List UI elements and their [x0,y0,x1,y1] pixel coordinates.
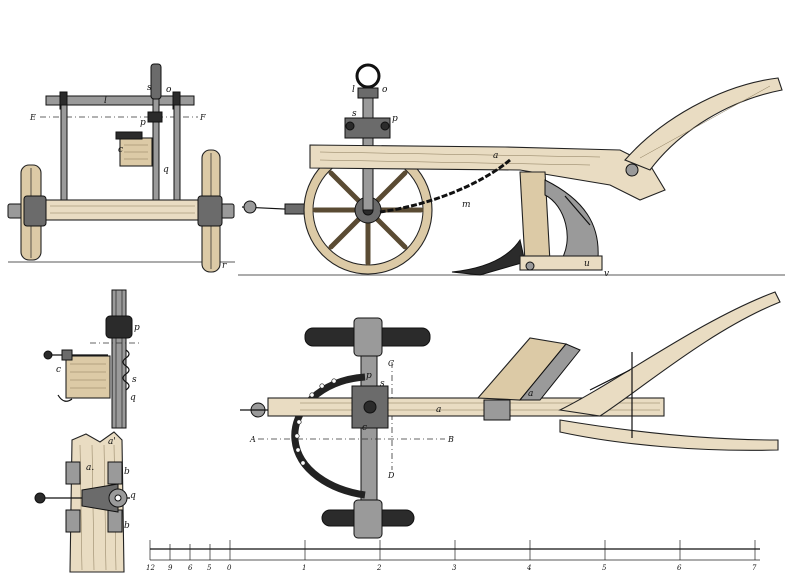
label-plan-a: a [436,405,441,415]
label-front-s: s [147,83,152,93]
label-front-r: r [222,261,227,271]
scale-tick-labels: 12 9 6 5 0 1 2 3 4 5 6 7 [146,564,757,572]
label-plan-D: D [387,471,395,480]
side-elevation-view [238,63,785,276]
label-detail2-b-top: b [124,467,130,477]
label-side-a: a [493,151,498,161]
label-front-F: F [199,113,206,122]
scale-tick: 5 [602,564,607,572]
label-front-E: E [29,113,36,122]
scale-tick: 3 [452,564,457,572]
label-front-o: o [166,85,172,95]
figure-labels: l s o p c q r E F l o s p a m u v p c s … [29,83,609,531]
label-side-v: v [604,269,609,279]
label-detail-s: s [132,375,137,385]
label-side-l: l [352,85,355,95]
label-front-p: p [140,118,146,128]
label-front-q: q [163,165,169,175]
label-plan-p: p [366,371,372,381]
label-detail-c: c [56,365,61,375]
scale-tick: 2 [376,564,382,572]
scale-tick: 0 [227,564,232,572]
scale-tick: 1 [302,564,306,572]
scale-tick: 9 [168,564,173,572]
scale-tick: 12 [146,564,155,572]
front-elevation-view [7,63,235,273]
beam-section-detail-view [34,431,130,573]
label-side-o: o [382,85,388,95]
plan-view [240,291,781,539]
label-plan-s: s [380,379,385,389]
label-detail2-q: q [130,491,136,501]
scale-tick: 7 [752,564,757,572]
label-plan-c: c [362,423,367,433]
clamp-detail-view [43,289,140,429]
label-detail2-b-bottom: b [124,521,130,531]
label-detail2-a2: a' [108,437,116,447]
scale-tick: 4 [526,564,531,572]
label-side-m: m [462,200,471,210]
label-detail-q: q [130,393,136,403]
scale-bar [149,540,760,561]
label-front-l: l [104,96,107,106]
label-detail-p: p [134,323,140,333]
label-side-s: s [352,109,357,119]
scale-tick: 5 [207,564,212,572]
scale-tick: 6 [677,564,682,572]
label-plan-A: A [249,435,256,444]
label-plan-B: B [447,435,454,444]
label-front-c: c [118,145,123,155]
label-plan-a2: a [528,389,533,399]
label-plan-C: C [388,359,394,368]
scale-tick: 6 [188,564,193,572]
label-side-u: u [584,259,590,269]
label-detail2-a: a. [86,463,94,473]
label-side-p: p [392,114,398,124]
